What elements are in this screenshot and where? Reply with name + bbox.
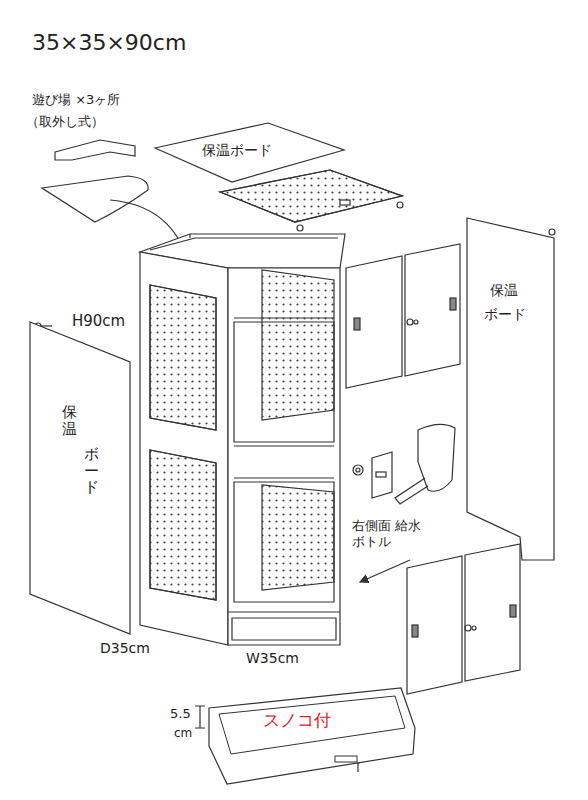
- board-outline: [205, 684, 419, 788]
- part-note: （取外し式）: [26, 114, 104, 130]
- part-label: 右側面 給水ボトル: [352, 518, 422, 549]
- board-text: 保温: [62, 404, 77, 437]
- board-text: スノコ付: [263, 710, 331, 730]
- litter-tray: スノコ付: [205, 684, 419, 788]
- dimension: 5.5: [170, 706, 191, 722]
- insulation-board: 保温ボード: [150, 120, 348, 186]
- board-text: ボード: [484, 306, 526, 323]
- insulation-board: 保温ボード: [462, 212, 560, 564]
- part-label: 遊び場 ×3ヶ所: [32, 92, 120, 108]
- board-text: 保温ボード: [202, 142, 272, 159]
- board-outline: [462, 212, 560, 564]
- dimension: D35cm: [100, 640, 150, 657]
- board-text: ボード: [84, 446, 99, 496]
- dimension: W35cm: [246, 650, 299, 667]
- insulation-board: 保温ボード: [26, 316, 138, 638]
- dimension: cm: [174, 726, 192, 740]
- title: 35×35×90cm: [32, 30, 186, 56]
- board-outline: [26, 316, 138, 638]
- board-text: 保温: [490, 282, 518, 299]
- dimension: H90cm: [72, 312, 125, 330]
